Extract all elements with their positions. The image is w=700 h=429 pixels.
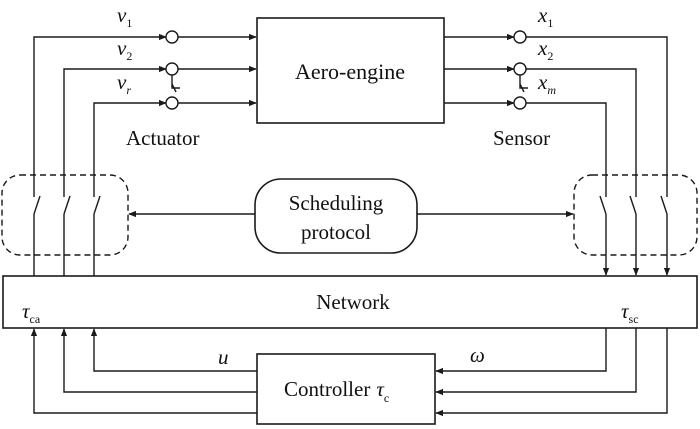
actuator-switch-group	[1, 174, 129, 256]
scheduling-protocol-block: Scheduling protocol	[254, 178, 418, 254]
actuator-node-r	[165, 96, 179, 110]
input-label-v1: v1	[117, 3, 132, 30]
sensor-channels	[444, 30, 667, 275]
network-block: Network	[2, 275, 698, 329]
control-signal-label: u	[218, 345, 229, 369]
actuator-node-1	[165, 30, 179, 44]
aero-engine-block: Aero-engine	[256, 17, 445, 124]
output-label-x2: x2	[537, 36, 553, 63]
output-label-xm: xm	[537, 70, 556, 97]
actuator-node-2	[165, 62, 179, 76]
sensor-node-1	[513, 30, 527, 44]
actuator-label: Actuator	[126, 126, 199, 150]
sensor-node-m	[513, 96, 527, 110]
sensor-label: Sensor	[493, 126, 550, 150]
input-label-vr: vr	[117, 70, 131, 97]
delay-label-sc: τsc	[621, 299, 639, 326]
network-label: Network	[316, 290, 390, 314]
actuator-channels	[33, 30, 257, 276]
scheduling-label-line1: Scheduling	[289, 191, 384, 215]
scheduling-label-line2: protocol	[301, 220, 371, 244]
controller-loop	[30, 328, 668, 417]
measurement-signal-label: ω	[470, 343, 485, 367]
sensor-node-2	[513, 62, 527, 76]
input-label-v2: v2	[117, 36, 132, 63]
output-label-x1: x1	[537, 3, 553, 30]
aero-engine-label: Aero-engine	[295, 59, 405, 84]
delay-label-ca: τca	[22, 299, 41, 326]
